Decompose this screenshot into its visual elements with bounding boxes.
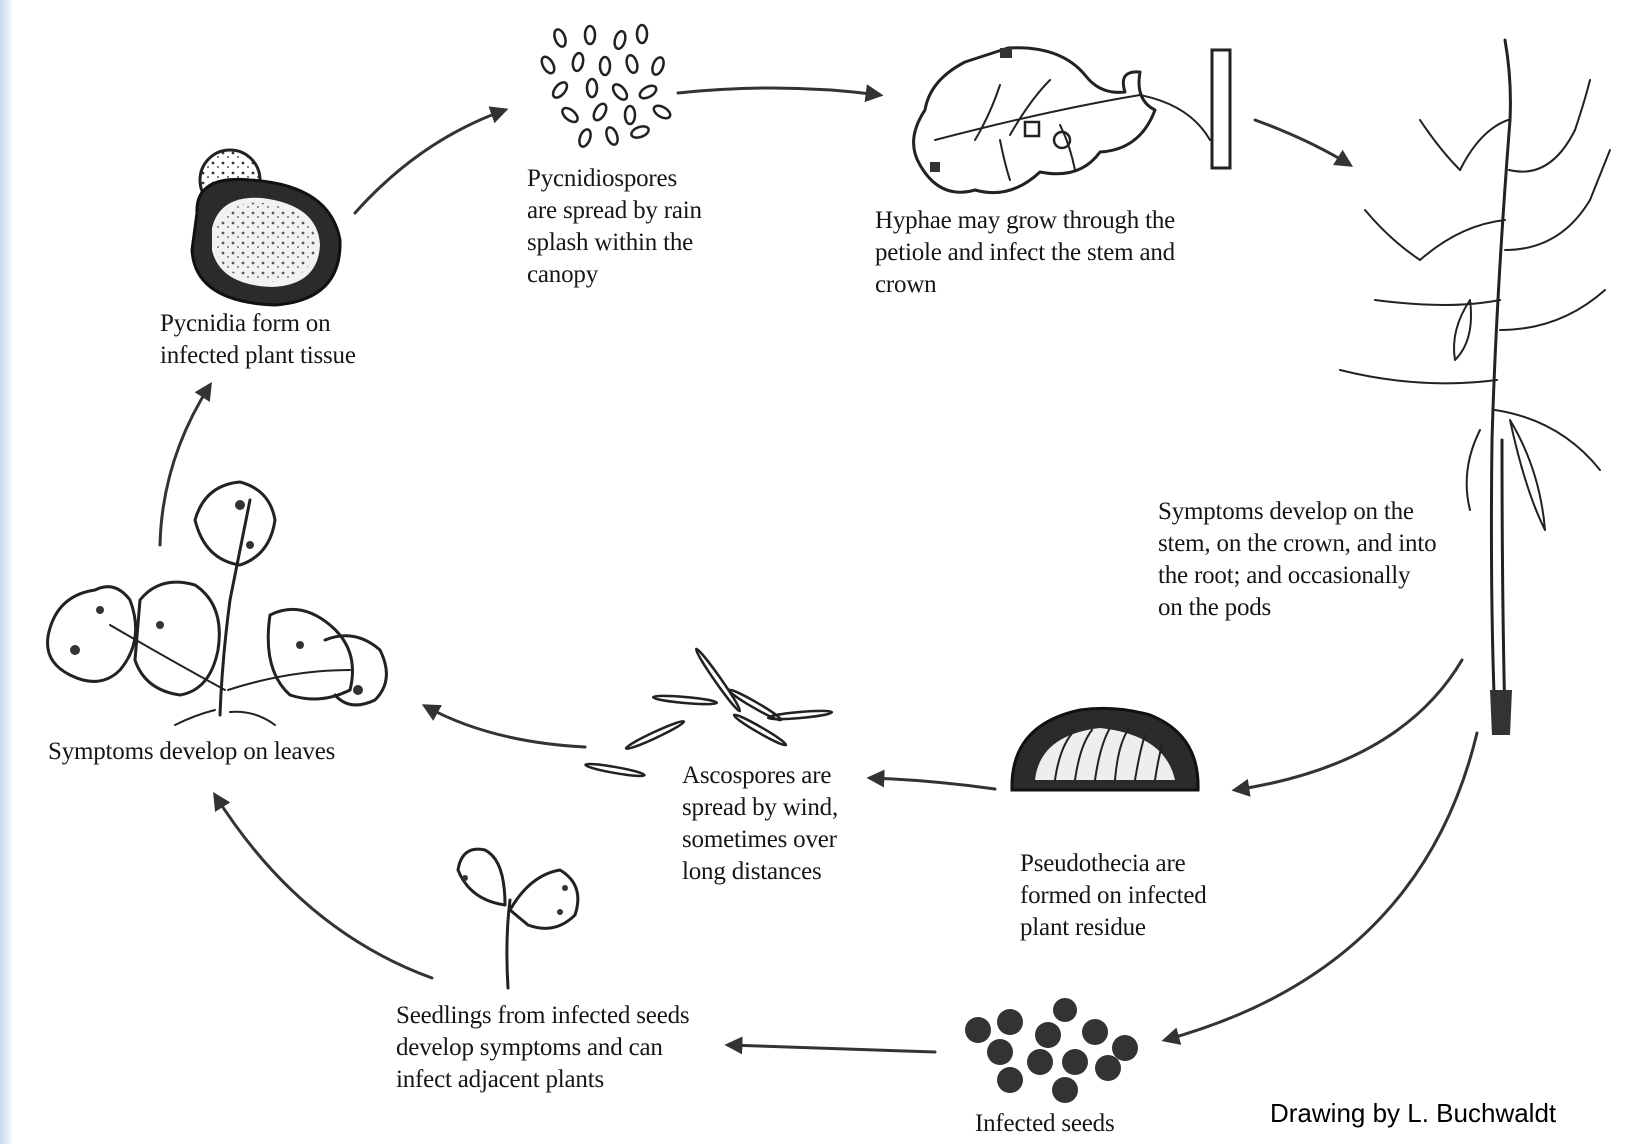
label-seedlings: Seedlings from infected seeds develop sy… <box>396 1000 689 1096</box>
arrow-pycnidia-to-spores <box>355 110 505 213</box>
label-infected-seeds: Infected seeds <box>975 1108 1115 1140</box>
pycnidiospores-illustration <box>539 25 672 148</box>
arrow-leaf-to-plant <box>1255 120 1350 165</box>
label-pycnidia: Pycnidia form on infected plant tissue <box>160 308 356 372</box>
arrow-seeds-to-seedlings <box>728 1045 935 1052</box>
label-pseudothecia: Pseudothecia are formed on infected plan… <box>1020 848 1207 944</box>
label-ascospores: Ascospores are spread by wind, sometimes… <box>682 760 838 888</box>
arrow-ascospores-to-leaves <box>425 706 585 747</box>
pycnidium-illustration <box>192 150 340 305</box>
label-hyphae: Hyphae may grow through the petiole and … <box>875 205 1175 301</box>
label-stem-symptoms: Symptoms develop on the stem, on the cro… <box>1158 496 1436 624</box>
infected-seeds-illustration <box>965 998 1138 1103</box>
drawing-credit: Drawing by L. Buchwaldt <box>1270 1098 1556 1129</box>
label-leaf-symptoms: Symptoms develop on leaves <box>48 736 335 768</box>
arrow-leaves-to-pycnidia <box>160 385 210 545</box>
pseudothecium-illustration <box>1012 708 1198 790</box>
label-pycnidiospores: Pycnidiospores are spread by rain splash… <box>527 163 702 291</box>
infected-leaf-illustration <box>914 48 1230 193</box>
arrow-plant-to-seeds <box>1165 733 1477 1040</box>
arrow-pseudothecia-to-ascospores <box>870 778 995 789</box>
leaf-symptoms-plant-illustration <box>48 482 387 725</box>
seedling-illustration <box>458 849 578 988</box>
arrow-spores-to-leaf <box>678 88 880 95</box>
arrow-plant-to-pseudothecia <box>1235 660 1462 790</box>
mature-plant-illustration <box>1340 40 1610 735</box>
arrow-seedlings-to-leaves <box>215 795 432 978</box>
ascospores-illustration <box>585 647 832 778</box>
